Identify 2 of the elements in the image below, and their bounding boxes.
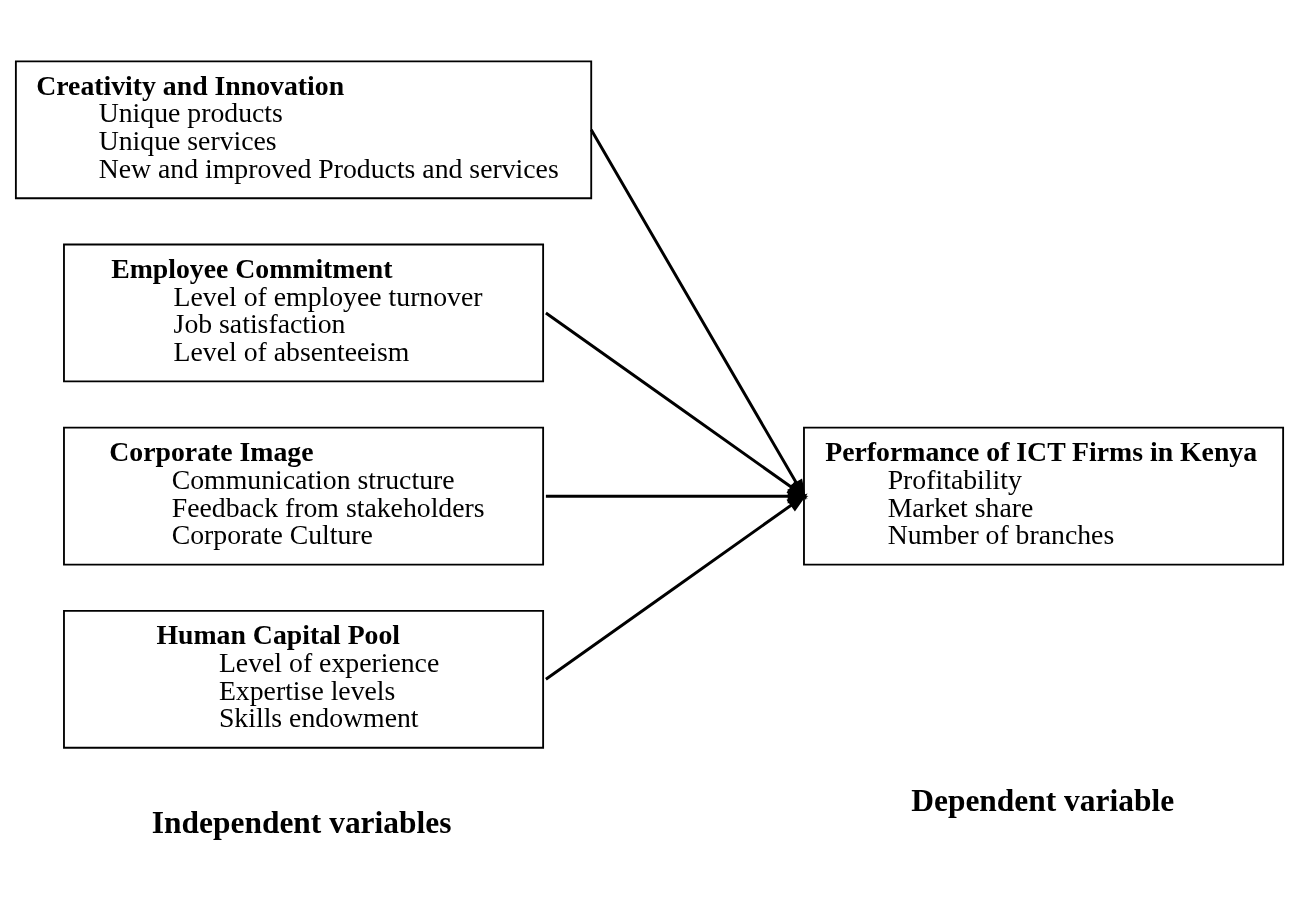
label: Independent variables [151,805,452,841]
label: Dependent variable [911,782,1175,818]
